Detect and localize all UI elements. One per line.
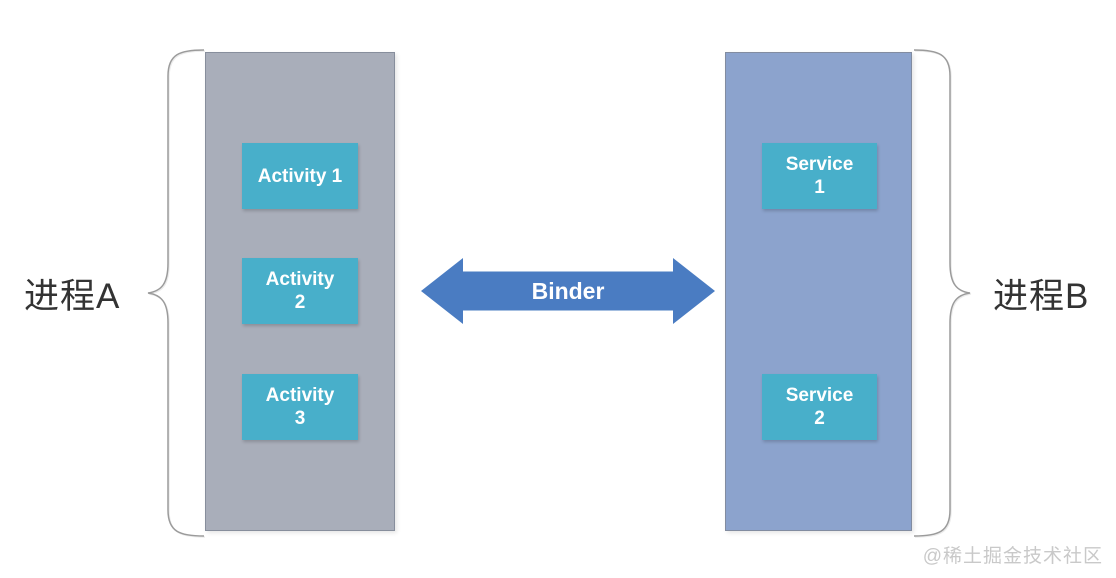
service-2-label-line2: 2 bbox=[814, 408, 825, 429]
binder-connector: Binder bbox=[421, 257, 715, 325]
process-a-brace bbox=[147, 49, 205, 537]
activity-2-label-line2: 2 bbox=[294, 292, 306, 313]
left-brace-path bbox=[147, 49, 205, 537]
process-b-label: 进程B bbox=[993, 277, 1090, 316]
process-b-panel bbox=[725, 52, 912, 531]
service-1-label-line2: 1 bbox=[814, 177, 825, 198]
double-arrow-icon bbox=[421, 258, 715, 324]
watermark: @稀土掘金技术社区 bbox=[922, 546, 1103, 567]
right-brace-path bbox=[913, 49, 971, 537]
process-a-label: 进程A bbox=[24, 277, 121, 316]
activity-3-label-line2: 3 bbox=[294, 408, 306, 429]
activity-2-box: Activity 2 bbox=[242, 258, 358, 324]
service-1-label-line1: Service bbox=[785, 154, 854, 175]
activity-3-label-line1: Activity bbox=[265, 385, 335, 406]
service-2-box: Service 2 bbox=[762, 374, 877, 440]
activity-1-box: Activity 1 bbox=[242, 143, 358, 209]
service-2-label-line1: Service bbox=[785, 385, 854, 406]
binder-label: Binder bbox=[531, 277, 605, 304]
activity-3-box: Activity 3 bbox=[242, 374, 358, 440]
process-b-brace bbox=[913, 49, 971, 537]
activity-1-label: Activity 1 bbox=[257, 165, 343, 187]
activity-2-label-line1: Activity bbox=[265, 269, 335, 290]
service-1-box: Service 1 bbox=[762, 143, 877, 209]
double-arrow-shape bbox=[421, 258, 715, 324]
